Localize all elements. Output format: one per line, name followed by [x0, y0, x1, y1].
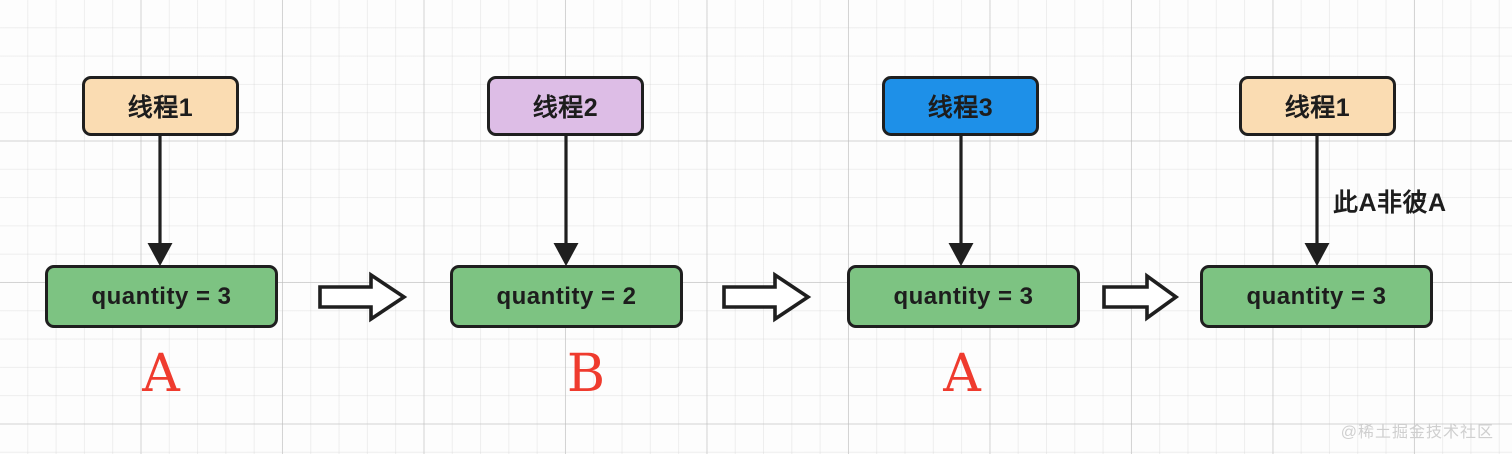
thread-box-label: 线程3	[927, 94, 994, 122]
thread-box-label: 线程2	[532, 94, 599, 122]
state-box-2[interactable]: quantity = 2	[450, 265, 683, 328]
state-box-label: quantity = 3	[1246, 282, 1387, 310]
state-box-label: quantity = 3	[91, 282, 232, 310]
thread-box-label: 线程1	[127, 94, 194, 122]
state-letter-2: B	[566, 344, 606, 404]
thread-box-1[interactable]: 线程1	[82, 76, 239, 136]
thread-box-label: 线程1	[1284, 94, 1351, 122]
thread-box-3[interactable]: 线程3	[882, 76, 1039, 136]
state-box-label: quantity = 2	[496, 282, 637, 310]
step-connector-arrow-2	[722, 271, 812, 323]
state-box-3[interactable]: quantity = 3	[847, 265, 1080, 328]
state-box-4[interactable]: quantity = 3	[1200, 265, 1433, 328]
step-connector-arrow-1	[318, 271, 408, 323]
state-letter-1: A	[142, 344, 180, 404]
thread-box-2[interactable]: 线程2	[487, 76, 644, 136]
thread-box-4[interactable]: 线程1	[1239, 76, 1396, 136]
step-connector-arrow-3	[1102, 272, 1180, 322]
aba-annotation: 此A非彼A	[1333, 189, 1447, 217]
state-box-label: quantity = 3	[893, 282, 1034, 310]
state-box-1[interactable]: quantity = 3	[45, 265, 278, 328]
watermark: @稀土掘金技术社区	[1340, 424, 1494, 441]
state-letter-3: A	[943, 344, 981, 404]
